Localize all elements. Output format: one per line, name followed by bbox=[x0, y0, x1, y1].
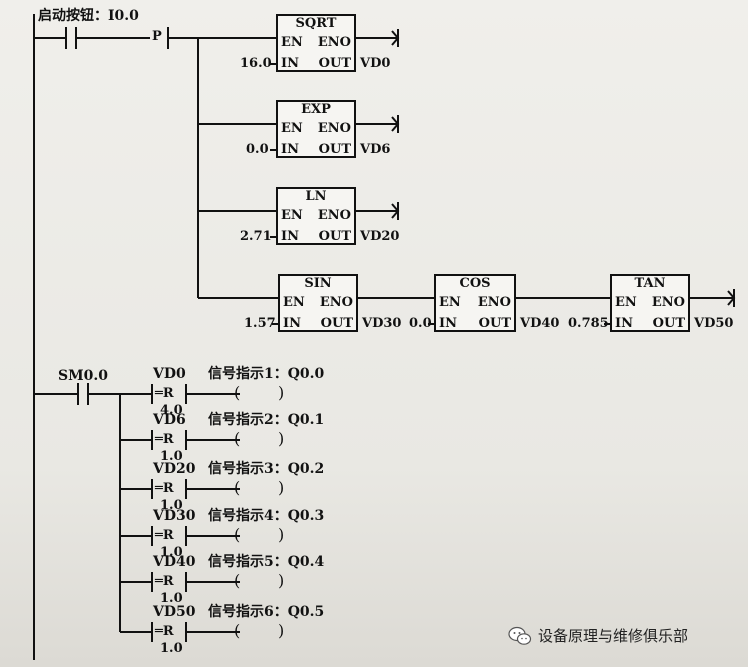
block-title: EXP bbox=[301, 102, 331, 117]
compare-variable: VD40 bbox=[153, 554, 196, 570]
en-pin: EN bbox=[439, 295, 461, 310]
eno-pin: ENO bbox=[319, 295, 353, 310]
out-pin: OUT bbox=[320, 316, 353, 331]
coil-open: ( bbox=[234, 621, 241, 640]
en-pin: EN bbox=[281, 35, 303, 50]
input-value: 2.71 bbox=[240, 229, 272, 244]
in-pin: IN bbox=[439, 316, 457, 331]
output-value: VD6 bbox=[360, 142, 391, 157]
signal-output-label: 信号指示5：Q0.4 bbox=[208, 554, 325, 570]
en-pin: EN bbox=[283, 295, 305, 310]
eno-pin: ENO bbox=[317, 208, 351, 223]
compare-value: 1.0 bbox=[160, 449, 183, 464]
in-pin: IN bbox=[281, 142, 299, 157]
compare-variable: VD6 bbox=[153, 412, 186, 428]
eno-pin: ENO bbox=[317, 35, 351, 50]
compare-value: 1.0 bbox=[160, 498, 183, 513]
eno-pin: ENO bbox=[477, 295, 511, 310]
signal-output-label: 信号指示3：Q0.2 bbox=[208, 461, 325, 477]
input-value: 0.785 bbox=[568, 316, 609, 331]
coil-open: ( bbox=[234, 478, 241, 497]
coil-open: ( bbox=[234, 429, 241, 448]
out-pin: OUT bbox=[478, 316, 511, 331]
compare-operator: ═R bbox=[155, 528, 174, 543]
compare-value: 1.0 bbox=[160, 545, 183, 560]
compare-operator: ═R bbox=[155, 624, 174, 639]
compare-operator: ═R bbox=[155, 432, 174, 447]
function-block-cos: COS EN ENO IN OUT bbox=[434, 274, 516, 332]
en-pin: EN bbox=[615, 295, 637, 310]
out-pin: OUT bbox=[318, 229, 351, 244]
compare-operator: ═R bbox=[155, 481, 174, 496]
coil-close: ) bbox=[278, 621, 285, 640]
in-pin: IN bbox=[281, 56, 299, 71]
coil-close: ) bbox=[278, 478, 285, 497]
out-pin: OUT bbox=[652, 316, 685, 331]
block-title: SIN bbox=[304, 276, 332, 291]
watermark-text: 设备原理与维修俱乐部 bbox=[538, 626, 689, 645]
function-block-tan: TAN EN ENO IN OUT bbox=[610, 274, 690, 332]
coil-close: ) bbox=[278, 525, 285, 544]
compare-operator: ═R bbox=[155, 386, 174, 401]
block-title: LN bbox=[305, 189, 327, 204]
coil-close: ) bbox=[278, 571, 285, 590]
eno-pin: ENO bbox=[651, 295, 685, 310]
compare-value: 1.0 bbox=[160, 591, 183, 606]
signal-output-label: 信号指示2：Q0.1 bbox=[208, 412, 325, 428]
compare-variable: VD30 bbox=[153, 508, 196, 524]
function-block-sin: SIN EN ENO IN OUT bbox=[278, 274, 358, 332]
block-title: TAN bbox=[634, 276, 666, 291]
compare-variable: VD0 bbox=[153, 366, 186, 382]
compare-variable: VD50 bbox=[153, 604, 196, 620]
coil-open: ( bbox=[234, 571, 241, 590]
input-value: 0.0 bbox=[409, 316, 432, 331]
output-value: VD40 bbox=[520, 316, 560, 331]
compare-value: 4.0 bbox=[160, 403, 183, 418]
en-pin: EN bbox=[281, 208, 303, 223]
coil-close: ) bbox=[278, 429, 285, 448]
compare-variable: VD20 bbox=[153, 461, 196, 477]
sm-contact-label: SM0.0 bbox=[58, 368, 108, 384]
function-block-exp: EXP EN ENO IN OUT bbox=[276, 100, 356, 158]
in-pin: IN bbox=[281, 229, 299, 244]
block-title: SQRT bbox=[295, 16, 337, 31]
function-block-sqrt: SQRT EN ENO IN OUT bbox=[276, 14, 356, 72]
wechat-icon bbox=[508, 626, 532, 645]
coil-open: ( bbox=[234, 525, 241, 544]
p-edge-label: P bbox=[152, 29, 162, 44]
signal-output-label: 信号指示6：Q0.5 bbox=[208, 604, 325, 620]
output-value: VD50 bbox=[694, 316, 734, 331]
out-pin: OUT bbox=[318, 56, 351, 71]
in-pin: IN bbox=[283, 316, 301, 331]
input-value: 0.0 bbox=[246, 142, 269, 157]
out-pin: OUT bbox=[318, 142, 351, 157]
output-value: VD0 bbox=[360, 56, 391, 71]
start-contact-label: 启动按钮：I0.0 bbox=[38, 8, 139, 24]
in-pin: IN bbox=[615, 316, 633, 331]
watermark: 设备原理与维修俱乐部 bbox=[508, 626, 688, 646]
block-title: COS bbox=[459, 276, 491, 291]
signal-output-label: 信号指示4：Q0.3 bbox=[208, 508, 325, 524]
eno-pin: ENO bbox=[317, 121, 351, 136]
compare-operator: ═R bbox=[155, 574, 174, 589]
input-value: 1.57 bbox=[244, 316, 276, 331]
signal-output-label: 信号指示1：Q0.0 bbox=[208, 366, 325, 382]
output-value: VD30 bbox=[362, 316, 402, 331]
output-value: VD20 bbox=[360, 229, 400, 244]
en-pin: EN bbox=[281, 121, 303, 136]
coil-close: ) bbox=[278, 383, 285, 402]
coil-open: ( bbox=[234, 383, 241, 402]
compare-value: 1.0 bbox=[160, 641, 183, 656]
input-value: 16.0 bbox=[240, 56, 272, 71]
